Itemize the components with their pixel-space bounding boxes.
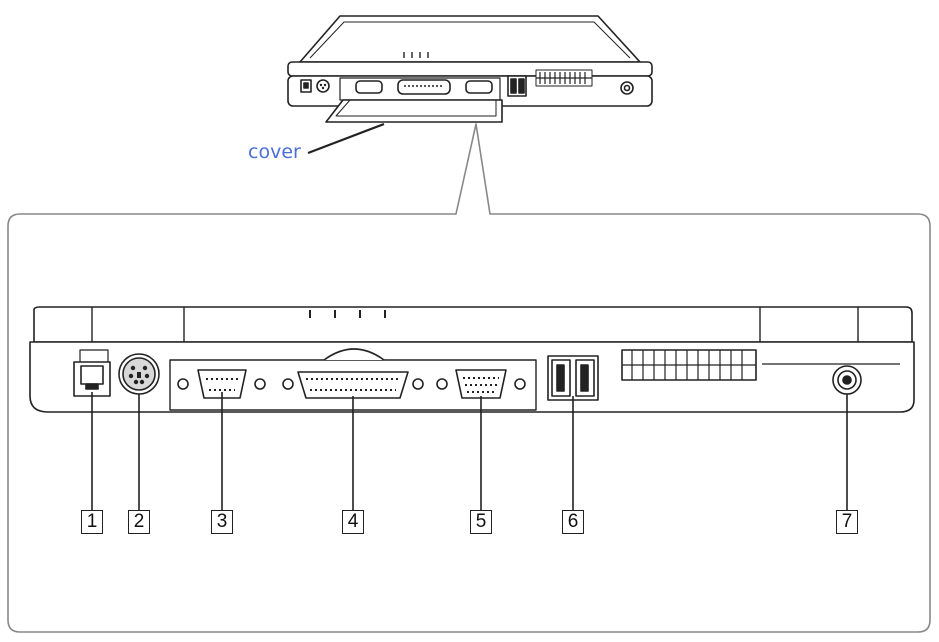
dc-in-port bbox=[832, 365, 862, 395]
vent-grill bbox=[621, 349, 757, 381]
modem-jack-port bbox=[73, 349, 111, 397]
callout-3: 3 bbox=[211, 510, 233, 534]
callout-7: 7 bbox=[836, 510, 858, 534]
callout-1: 1 bbox=[81, 510, 103, 534]
laptop-back-detail bbox=[29, 306, 915, 510]
cover-label: cover bbox=[248, 141, 301, 163]
zoom-frame bbox=[7, 123, 931, 633]
callout-2: 2 bbox=[128, 510, 150, 534]
serial-port bbox=[177, 369, 266, 399]
callout-5: 5 bbox=[470, 510, 492, 534]
monitor-port bbox=[436, 369, 526, 399]
laptop-overview bbox=[287, 15, 653, 155]
parallel-port bbox=[282, 371, 424, 399]
keyboard-mouse-port bbox=[118, 353, 160, 395]
callout-4: 4 bbox=[342, 510, 364, 534]
usb-ports bbox=[547, 355, 599, 401]
callout-6: 6 bbox=[562, 510, 584, 534]
